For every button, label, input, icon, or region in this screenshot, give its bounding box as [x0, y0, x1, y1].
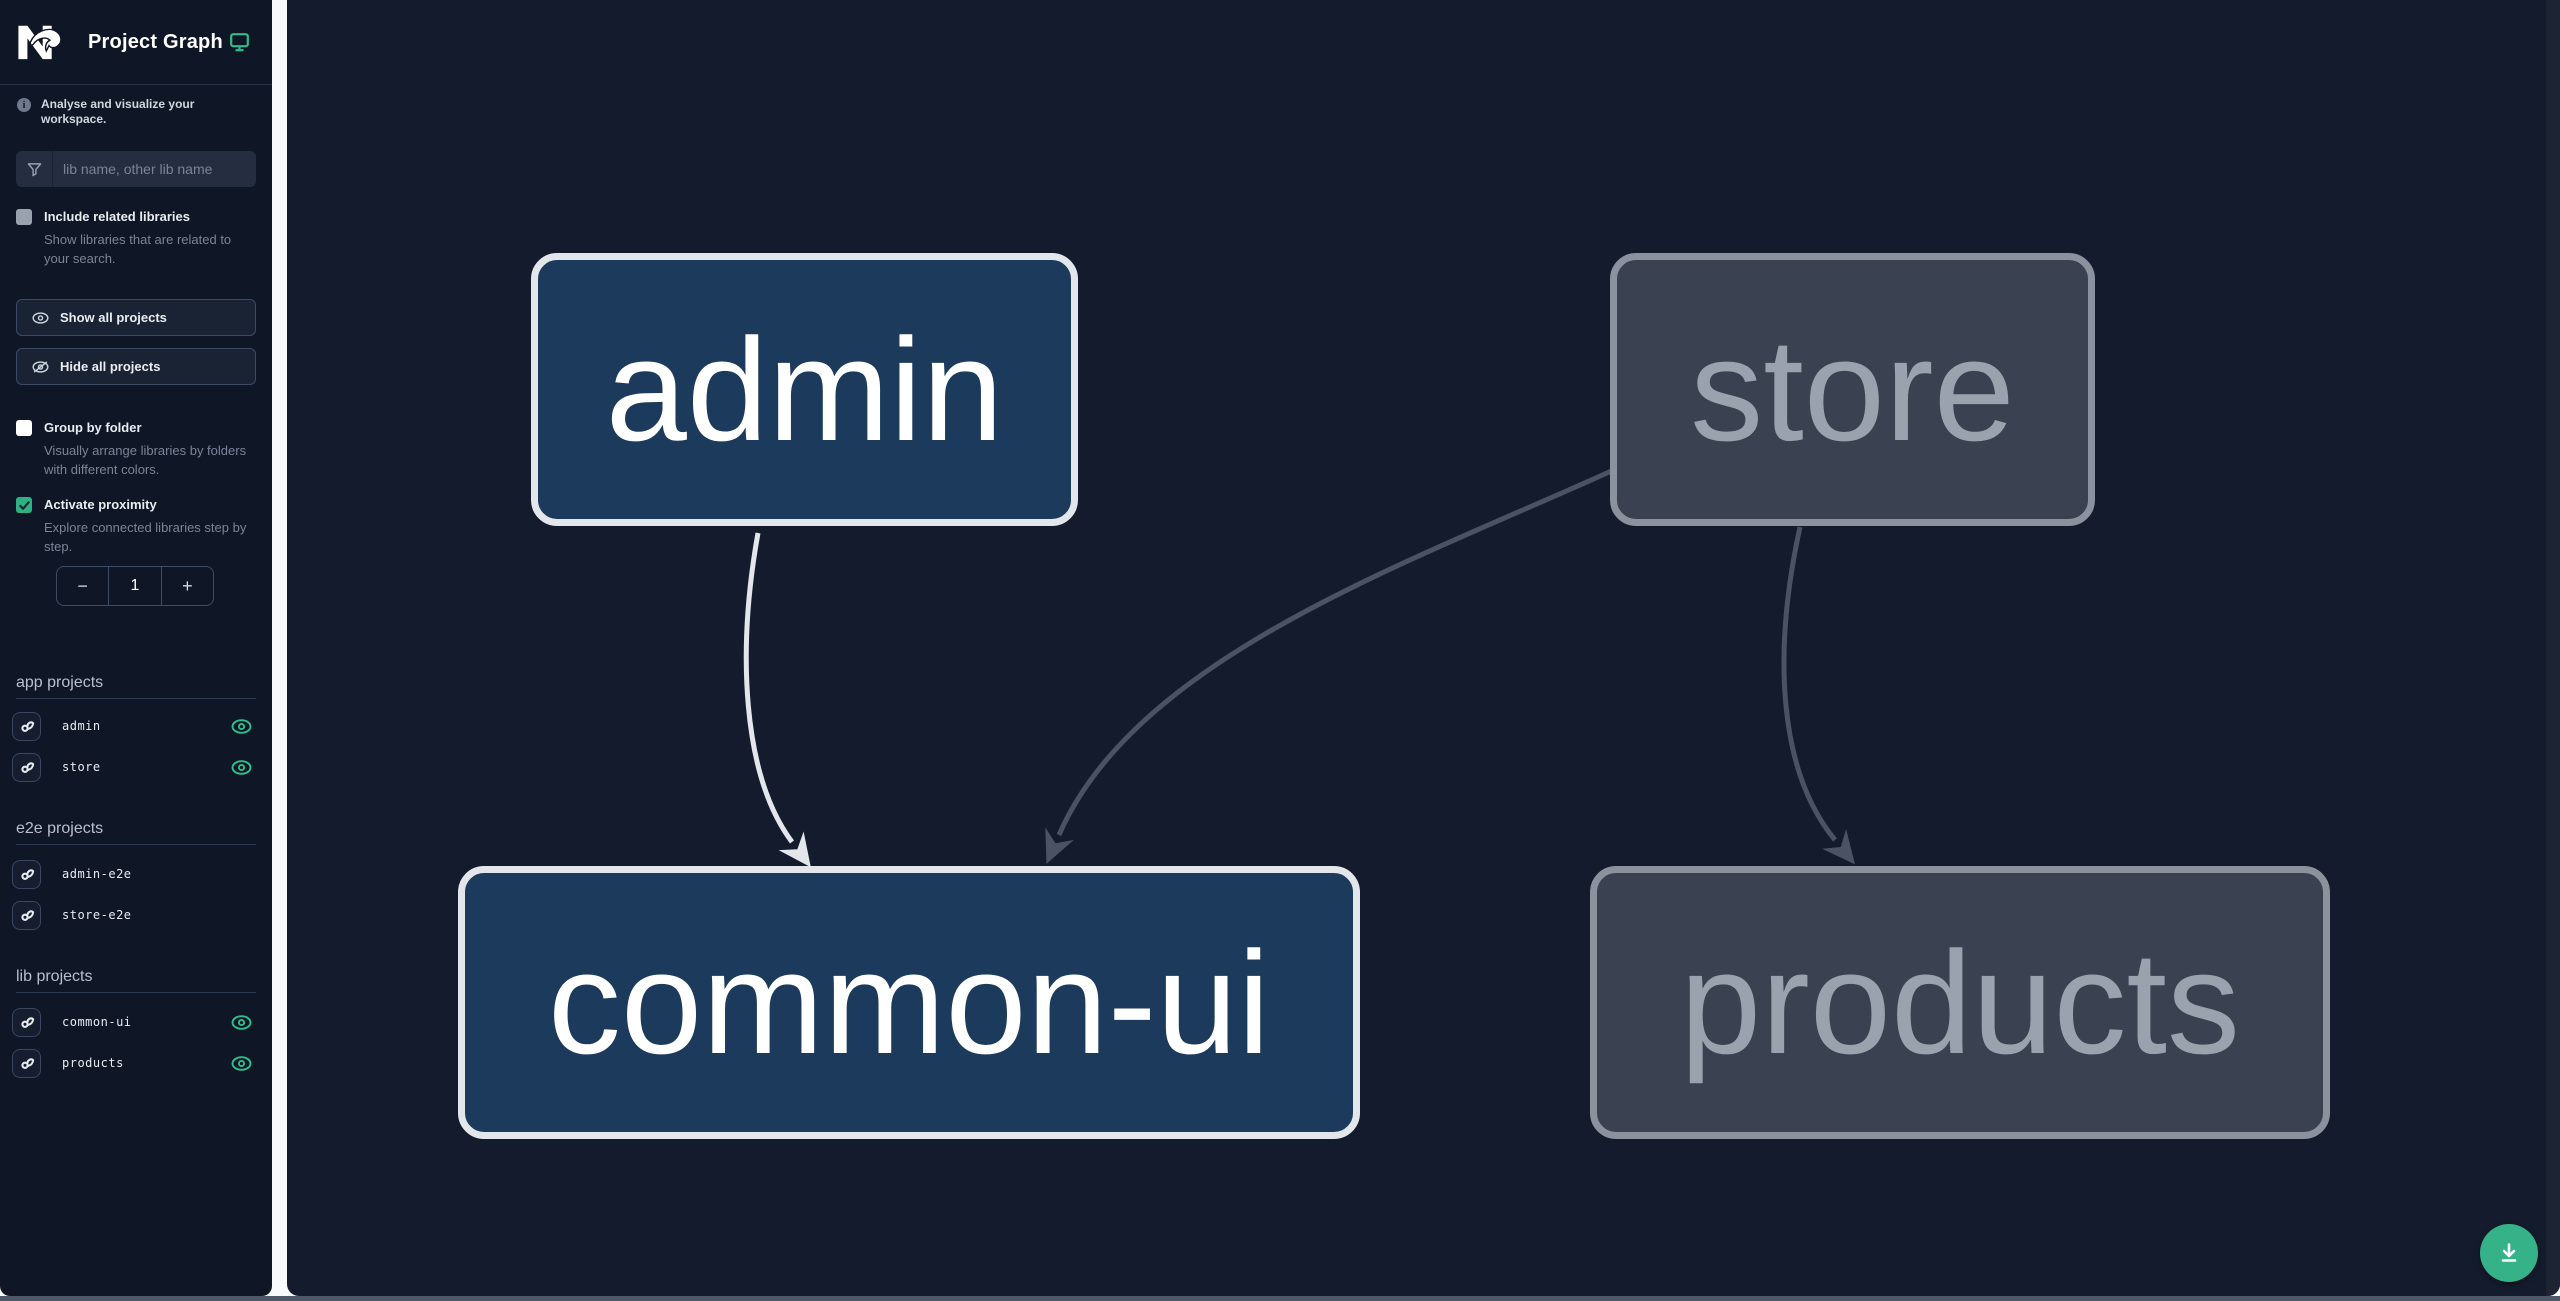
node-label: common-ui [547, 920, 1271, 1084]
edge-store-to-common-ui [1045, 465, 1620, 864]
project-row-store-e2e[interactable]: store-e2e [12, 897, 260, 933]
project-row-store[interactable]: store [12, 749, 260, 785]
eye-icon[interactable] [231, 1014, 252, 1031]
project-row-common-ui[interactable]: common-ui [12, 1004, 260, 1040]
proximity-value: 1 [108, 567, 160, 605]
download-image-button[interactable] [2480, 1224, 2538, 1282]
show-all-projects-label: Show all projects [60, 310, 167, 325]
node-label: admin [605, 307, 1004, 471]
graph-node-admin[interactable]: admin [531, 253, 1078, 526]
project-name: common-ui [62, 1015, 132, 1029]
info-banner: i Analyse and visualize your workspace. [17, 97, 257, 127]
node-label: store [1690, 307, 2015, 471]
project-name: store-e2e [62, 908, 132, 922]
section-title-app-projects: app projects [16, 674, 256, 699]
node-label: products [1680, 920, 2240, 1084]
activate-proximity-label: Activate proximity [44, 497, 157, 512]
window-bottom-edge [0, 1296, 2560, 1301]
search-box [16, 151, 256, 187]
project-icon [12, 752, 41, 782]
monitor-icon[interactable] [230, 33, 249, 52]
project-icon [12, 1048, 41, 1078]
activate-proximity-checkbox[interactable] [16, 497, 32, 513]
project-name: store [62, 760, 101, 774]
check-icon [18, 500, 30, 510]
graph-node-common-ui[interactable]: common-ui [458, 866, 1360, 1139]
eye-icon[interactable] [231, 1055, 252, 1072]
include-related-checkbox[interactable] [16, 209, 32, 225]
proximity-decrement-button[interactable]: − [57, 567, 108, 605]
graph-node-store[interactable]: store [1610, 253, 2095, 526]
eye-icon [32, 311, 49, 324]
project-icon [12, 711, 41, 741]
sidebar: Project Graph i Analyse and visualize yo… [0, 0, 272, 1296]
show-all-projects-button[interactable]: Show all projects [16, 299, 256, 336]
eye-off-icon [32, 360, 49, 373]
info-banner-text: Analyse and visualize your workspace. [41, 97, 195, 126]
project-name: admin [62, 719, 101, 733]
graph-edges [743, 465, 1856, 868]
group-by-folder-option: Group by folder Visually arrange librari… [16, 420, 260, 479]
project-name: products [62, 1056, 124, 1070]
project-row-admin-e2e[interactable]: admin-e2e [12, 856, 260, 892]
filter-icon [27, 162, 41, 176]
filter-iconbox [16, 151, 53, 187]
search-input[interactable] [53, 161, 256, 177]
project-icon [12, 900, 41, 930]
eye-icon[interactable] [231, 718, 252, 735]
activate-proximity-description: Explore connected libraries step by step… [44, 520, 247, 554]
group-by-folder-checkbox[interactable] [16, 420, 32, 436]
project-icon [12, 859, 41, 889]
project-icon [12, 1007, 41, 1037]
app-title: Project Graph [88, 31, 223, 53]
project-name: admin-e2e [62, 867, 132, 881]
include-related-description: Show libraries that are related to your … [44, 232, 232, 266]
sidebar-header: Project Graph [0, 0, 272, 85]
project-row-products[interactable]: products [12, 1045, 260, 1081]
include-related-label: Include related libraries [44, 209, 190, 224]
include-related-option: Include related libraries Show libraries… [16, 209, 260, 268]
edge-store-to-products [1781, 526, 1856, 865]
hide-all-projects-label: Hide all projects [60, 359, 161, 374]
section-title-e2e-projects: e2e projects [16, 820, 256, 845]
download-icon [2501, 1243, 2517, 1262]
graph-node-products[interactable]: products [1590, 866, 2330, 1139]
activate-proximity-option: Activate proximity Explore connected lib… [16, 497, 260, 556]
section-title-lib-projects: lib projects [16, 968, 256, 993]
canvas-scrollbar[interactable] [2546, 0, 2560, 1296]
project-row-admin[interactable]: admin [12, 708, 260, 744]
eye-icon[interactable] [231, 759, 252, 776]
info-icon: i [17, 98, 31, 112]
group-by-folder-label: Group by folder [44, 420, 142, 435]
edge-admin-to-common-ui [743, 532, 811, 868]
proximity-stepper: − 1 + [56, 566, 214, 606]
graph-canvas[interactable]: admin store common-ui products [287, 0, 2560, 1296]
sidebar-resizer[interactable] [272, 0, 287, 1296]
nx-logo-icon [18, 25, 62, 60]
proximity-increment-button[interactable]: + [160, 567, 213, 605]
hide-all-projects-button[interactable]: Hide all projects [16, 348, 256, 385]
group-by-folder-description: Visually arrange libraries by folders wi… [44, 443, 247, 477]
